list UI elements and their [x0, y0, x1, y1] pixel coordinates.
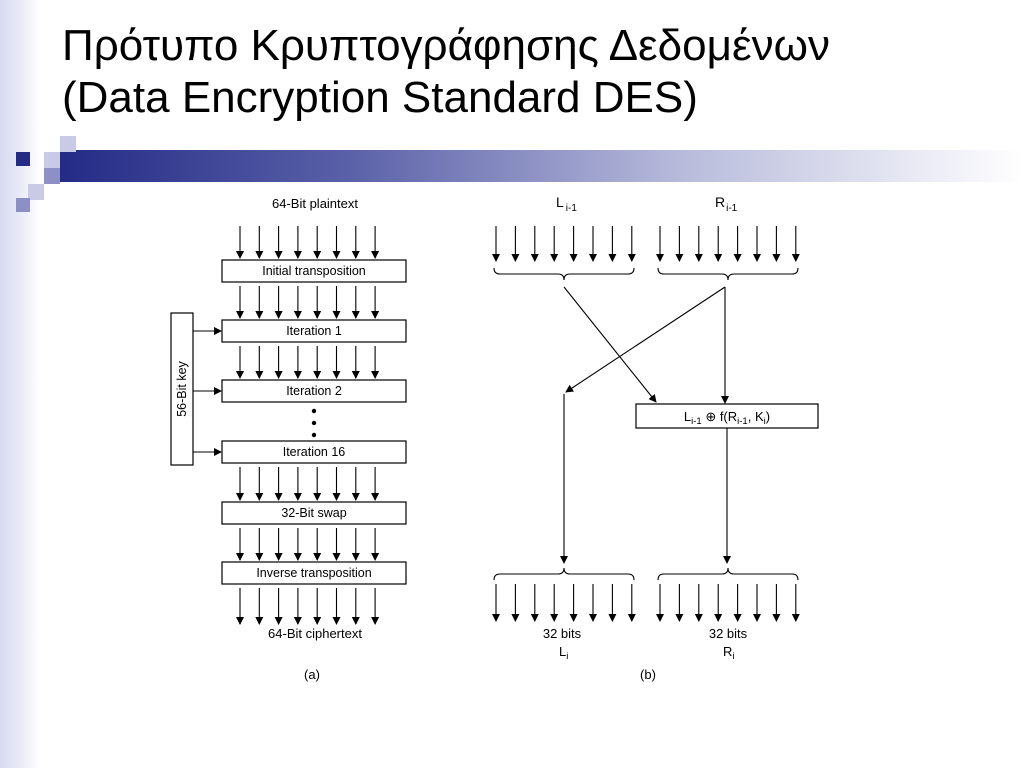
title-accent-bar	[60, 150, 1024, 182]
right-to-left-line	[565, 286, 726, 393]
initial-transposition-label: Initial transposition	[262, 264, 366, 278]
deco-square	[28, 184, 44, 200]
swap-label: 32-Bit swap	[281, 506, 346, 520]
right-output-sub: i	[732, 651, 734, 662]
iteration-1-label: Iteration 1	[286, 324, 342, 338]
plaintext-label: 64-Bit plaintext	[272, 196, 358, 211]
deco-square	[44, 168, 60, 184]
left-output-sub: i	[566, 651, 568, 662]
bit-arrow-groups-a	[236, 226, 380, 625]
initial-transposition-box	[221, 259, 407, 283]
right-output-main: R	[723, 644, 732, 659]
right-output-bits: 32 bits	[709, 626, 748, 641]
left-output-label: Li	[559, 644, 568, 662]
deco-square	[16, 152, 30, 166]
caption-a: (a)	[304, 667, 320, 682]
function-part-4: )	[766, 409, 770, 424]
key-box	[170, 312, 194, 466]
braces	[493, 267, 799, 581]
right-output-label: Ri	[723, 644, 735, 662]
iteration-2-box	[221, 379, 407, 403]
ellipsis-dot	[311, 420, 317, 426]
function-part-2: ⊕ f(R	[702, 409, 737, 424]
left-output-main: L	[559, 644, 566, 659]
slide-title: Πρότυπο Κρυπτογράφησης Δεδομένων (Data E…	[62, 20, 1002, 124]
bit-arrow-groups-b	[492, 226, 800, 622]
iteration-2-label: Iteration 2	[286, 384, 342, 398]
caption-b: (b)	[640, 667, 656, 682]
brace	[657, 267, 799, 281]
brace	[657, 567, 799, 581]
deco-square	[60, 136, 76, 152]
ellipsis-dot	[311, 432, 317, 438]
slide-title-line-2: (Data Encryption Standard DES)	[62, 73, 698, 122]
function-part-3: , K	[748, 409, 764, 424]
right-input-main: R	[715, 194, 725, 210]
brace	[493, 567, 635, 581]
function-box-label: Li-1 ⊕ f(Ri-1, Ki)	[684, 409, 770, 427]
function-sub-1: i-1	[691, 416, 702, 427]
function-box	[635, 403, 819, 429]
left-input-sub: i-1	[566, 203, 578, 214]
slide-title-line-1: Πρότυπο Κρυπτογράφησης Δεδομένων	[62, 21, 830, 70]
right-input-sub: i-1	[726, 203, 738, 214]
deco-square	[44, 152, 60, 168]
function-part-1: L	[684, 409, 691, 424]
inverse-transposition-label: Inverse transposition	[256, 566, 371, 580]
diagram-a: 64-Bit plaintext Initial transposition I…	[170, 196, 407, 682]
left-input-main: L	[556, 194, 564, 210]
iteration-1-box	[221, 319, 407, 343]
brace	[493, 267, 635, 281]
function-sub-3: i	[764, 416, 766, 427]
inverse-transposition-box	[221, 561, 407, 585]
key-label: 56-Bit key	[175, 360, 189, 416]
right-input-label: Ri-1	[715, 194, 738, 214]
iteration-16-label: Iteration 16	[283, 445, 346, 459]
slide-left-edge	[0, 0, 40, 768]
function-sub-2: i-1	[737, 416, 748, 427]
deco-square	[16, 198, 30, 212]
ellipsis-dot	[311, 408, 317, 414]
iteration-16-box	[221, 440, 407, 464]
swap-box	[221, 501, 407, 525]
ciphertext-label: 64-Bit ciphertext	[268, 626, 362, 641]
left-output-bits: 32 bits	[543, 626, 582, 641]
left-to-function-line	[563, 286, 657, 403]
